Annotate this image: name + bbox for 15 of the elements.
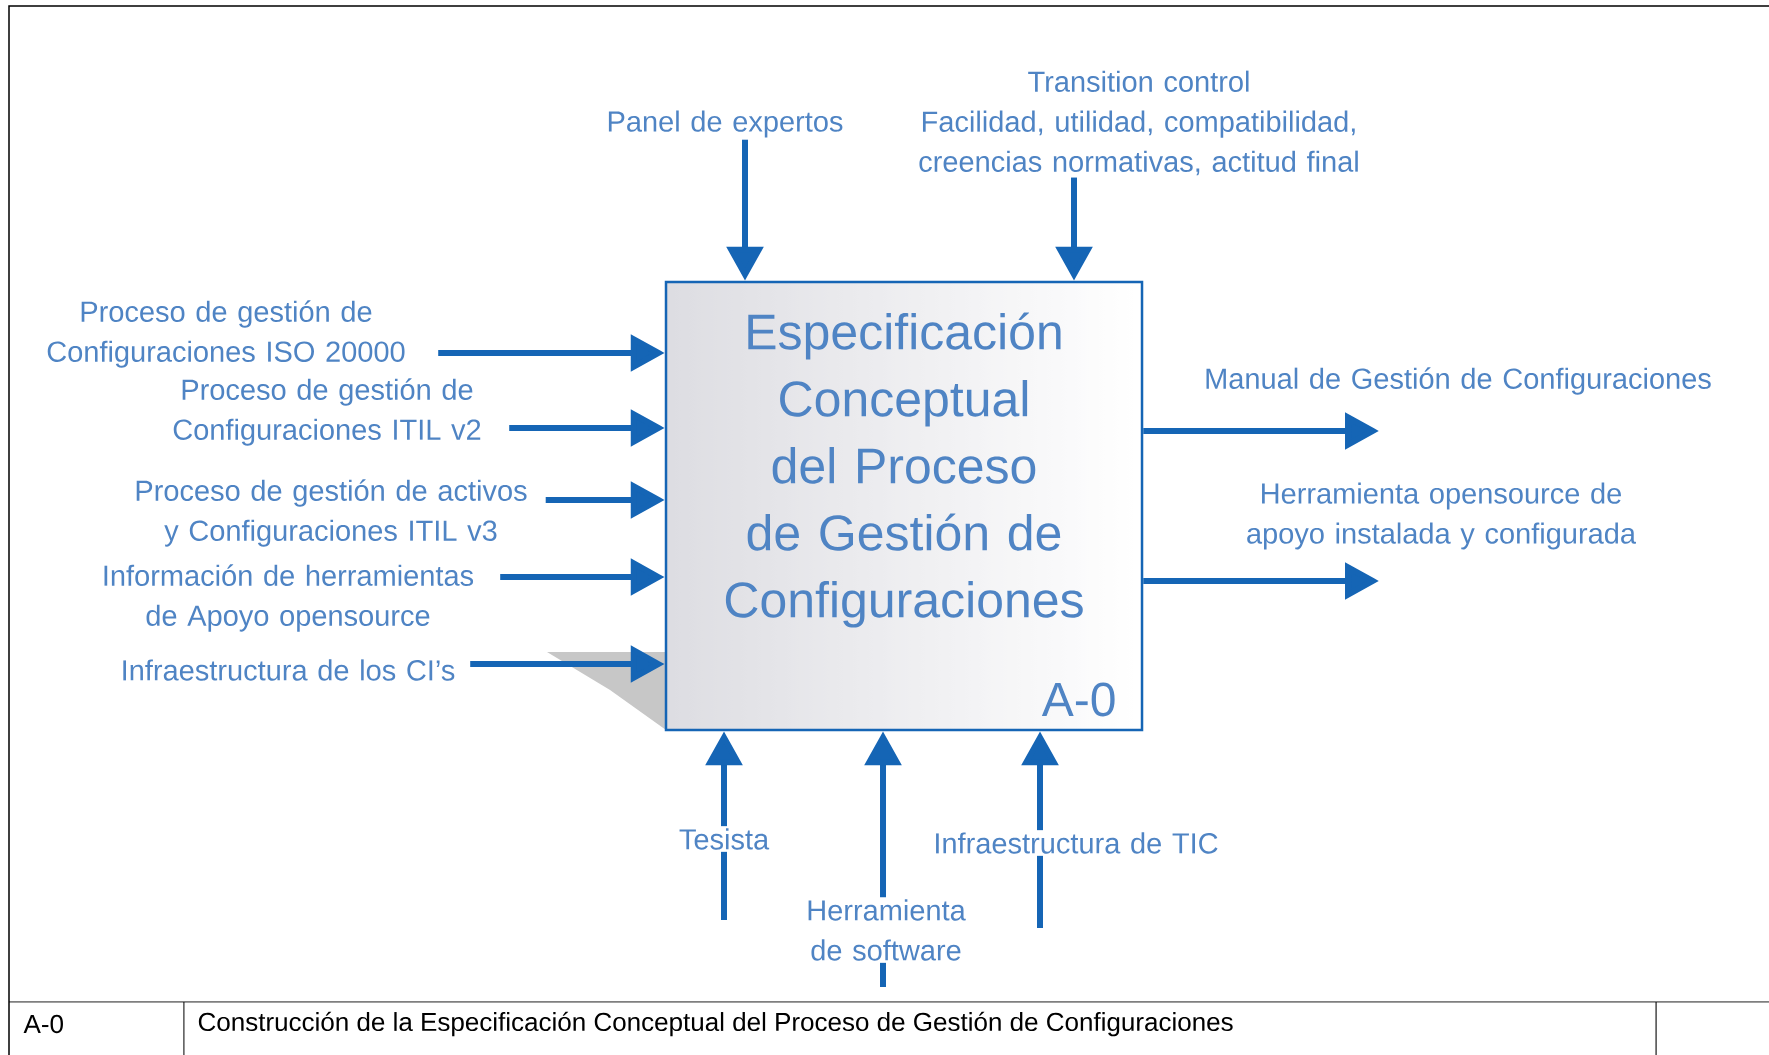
arrow-label: Información de herramientas de Apoyo opensource: [104, 564, 474, 632]
arrow-label: Proceso de gestión de activos y Configuraciones ITIL v3: [136, 479, 527, 547]
arrow-label: Proceso de gestión de Configuraciones ITIL v2: [173, 378, 481, 446]
arrow-label: Infraestructura de TIC: [936, 832, 1218, 854]
arrow-label: Panel de expertos: [608, 110, 843, 138]
activity-box: Especificación Conceptual del Proceso de Gestión de Configuraciones A-0: [547, 280, 1144, 732]
arrow-label: Herramienta de software: [808, 899, 966, 961]
arrow-label: Manual de Gestión de Configuraciones: [1206, 367, 1711, 395]
arrow-label: Proceso de gestión de Configuraciones ISO 20000: [47, 300, 405, 368]
arrow-label: Transition control Facilidad, utilidad, compatibilidad, creencias normativas, actitud final: [919, 70, 1358, 176]
table-cell: A-0: [23, 1014, 63, 1034]
arrow-label: Infraestructura de los CI’s: [123, 659, 455, 681]
table-cell: Construcción de la Especificación Conceptual del Proceso de Gestión de Configuraciones: [198, 1011, 1233, 1037]
arrow-label: Herramienta opensource de apoyo instalada y configurada: [1247, 482, 1636, 550]
arrow-label: Tesista: [679, 828, 770, 850]
